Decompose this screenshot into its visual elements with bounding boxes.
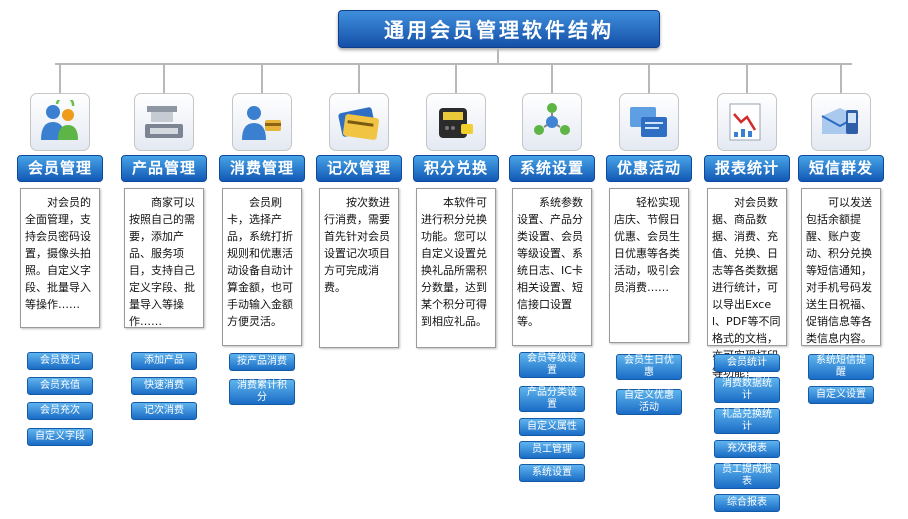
points-exchange-icon [426, 93, 486, 151]
connector-drop [261, 64, 263, 93]
consumption-icon [232, 93, 292, 151]
sub-feature[interactable]: 系统短信提醒 [808, 354, 874, 380]
sub-feature[interactable]: 自定义优惠活动 [616, 389, 682, 415]
module-description: 轻松实现店庆、节假日优惠、会员生日优惠等各类活动，吸引会员消费…… [609, 188, 689, 343]
connector-drop [59, 64, 61, 93]
sub-feature[interactable]: 系统设置 [519, 464, 585, 482]
connector-drop [551, 64, 553, 93]
module-title: 短信群发 [798, 155, 884, 182]
system-settings-icon [522, 93, 582, 151]
module-title: 产品管理 [121, 155, 207, 182]
sub-feature[interactable]: 综合报表 [714, 494, 780, 512]
report-icon [717, 93, 777, 151]
sub-feature[interactable]: 自定义字段 [27, 428, 93, 446]
sms-icon [811, 93, 871, 151]
sub-feature[interactable]: 充次报表 [714, 440, 780, 458]
sub-feature[interactable]: 快速消费 [131, 377, 197, 395]
sub-feature[interactable]: 产品分类设置 [519, 386, 585, 412]
sub-feature[interactable]: 会员登记 [27, 352, 93, 370]
sub-feature[interactable]: 会员充次 [27, 402, 93, 420]
sub-feature[interactable]: 礼品兑换统计 [714, 408, 780, 434]
module-title: 消费管理 [219, 155, 305, 182]
connector-drop [163, 64, 165, 93]
module-description: 系统参数设置、产品分类设置、会员等级设置、系统日志、IC卡相关设置、短信接口设置… [512, 188, 592, 346]
module-title: 优惠活动 [606, 155, 692, 182]
sub-feature[interactable]: 添加产品 [131, 352, 197, 370]
count-card-icon [329, 93, 389, 151]
module-title: 系统设置 [509, 155, 595, 182]
sub-feature[interactable]: 会员统计 [714, 354, 780, 372]
sub-feature[interactable]: 消费累计积分 [229, 379, 295, 405]
sub-feature[interactable]: 员工提成报表 [714, 463, 780, 489]
connector-trunk [497, 48, 499, 64]
member-icon [30, 93, 90, 151]
module-title: 记次管理 [316, 155, 402, 182]
module-description: 本软件可进行积分兑换功能。您可以自定义设置兑换礼品所需积分数量，达到某个积分可得… [416, 188, 496, 348]
promotion-icon [619, 93, 679, 151]
diagram-title: 通用会员管理软件结构 [338, 10, 660, 48]
module-description: 可以发送包括余额提醒、账户变动、积分兑换等短信通知，对手机号码发送生日祝福、促销… [801, 188, 881, 346]
module-description: 商家可以按照自己的需要，添加产品、服务项目，支持自己定义字段、批量导入等操作…… [124, 188, 204, 328]
module-description: 对会员的全面管理，支持会员密码设置，摄像头拍照。自定义字段、批量导入等操作…… [20, 188, 100, 328]
connector-bar [55, 63, 852, 65]
sub-feature[interactable]: 自定义设置 [808, 386, 874, 404]
product-icon [134, 93, 194, 151]
sub-feature[interactable]: 会员等级设置 [519, 352, 585, 378]
sub-feature[interactable]: 会员生日优惠 [616, 354, 682, 380]
module-title: 报表统计 [704, 155, 790, 182]
sub-feature[interactable]: 会员充值 [27, 377, 93, 395]
module-description: 会员刷卡，选择产品，系统打折规则和优惠活动设备自动计算金额，也可手动输入金额方便… [222, 188, 302, 346]
connector-drop [840, 64, 842, 93]
module-description: 对会员数据、商品数据、消费、充值、兑换、日志等各类数据进行统计，可以导出Exce… [707, 188, 787, 379]
sub-feature[interactable]: 记次消费 [131, 402, 197, 420]
sub-feature[interactable]: 员工管理 [519, 441, 585, 459]
sub-feature[interactable]: 按产品消费 [229, 353, 295, 371]
connector-drop [746, 64, 748, 93]
module-title: 积分兑换 [413, 155, 499, 182]
sub-feature[interactable]: 自定义属性 [519, 418, 585, 436]
connector-drop [648, 64, 650, 93]
module-description: 按次数进行消费，需要首先针对会员设置记次项目方可完成消费。 [319, 188, 399, 348]
sub-feature[interactable]: 消费数据统计 [714, 377, 780, 403]
connector-drop [455, 64, 457, 93]
connector-drop [358, 64, 360, 93]
module-title: 会员管理 [17, 155, 103, 182]
